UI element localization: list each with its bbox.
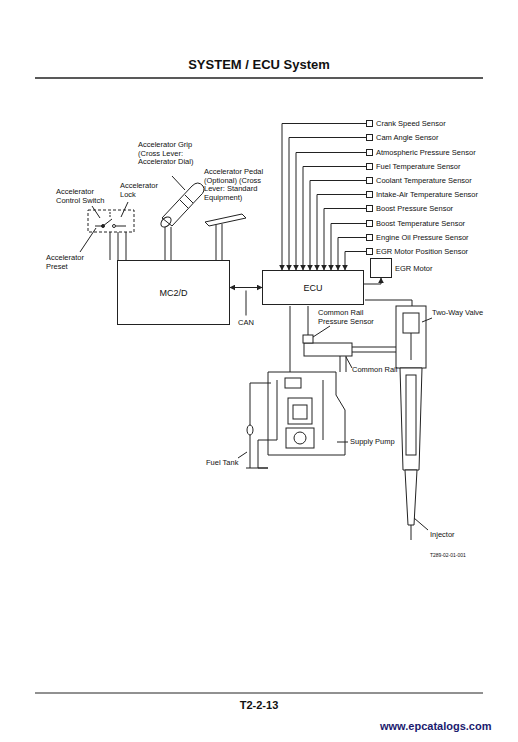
signal-line: [289, 138, 366, 271]
node-text: MC2/D: [159, 288, 187, 298]
leader-line: [313, 326, 330, 337]
figure-number: T289-02-01-001: [430, 553, 500, 559]
signal-line: [230, 287, 262, 288]
signal-line: [317, 195, 366, 271]
page-title: SYSTEM / ECU System: [0, 58, 518, 73]
control-unit-box: MC2/D: [117, 260, 230, 325]
page-number: T2-2-13: [0, 699, 518, 712]
leader-line: [121, 202, 128, 217]
header-rule: [35, 77, 483, 79]
part-label: Common Rail: [352, 366, 412, 375]
signal-line: [324, 209, 366, 271]
node-text: Atmospheric Pressure Sensor: [376, 148, 476, 157]
accelerator-pedal: [205, 214, 246, 260]
sensor-symbol: [366, 205, 373, 212]
sensor-box: Boost Temperature Sensor: [366, 219, 465, 228]
signal-line: [345, 252, 366, 271]
sensor-symbol: [366, 149, 373, 156]
sensor-box: Coolant Temperature Sensor: [366, 176, 472, 185]
supply-pump: [268, 372, 345, 455]
fuel-tank: [246, 383, 277, 468]
leader-line: [422, 318, 432, 322]
motor-box: EGR Motor: [370, 258, 433, 278]
sensor-box: Atmospheric Pressure Sensor: [366, 148, 476, 157]
signal-line: [303, 167, 366, 271]
sensor-box: Intake-Air Temperature Sensor: [366, 190, 478, 199]
part-label: Accelerator Preset: [46, 254, 92, 271]
leader-line: [337, 442, 348, 443]
sensor-symbol: [366, 248, 373, 255]
node-text: Boost Temperature Sensor: [376, 219, 465, 228]
leader-line: [238, 452, 247, 458]
part-label: Injector: [430, 531, 480, 540]
leader-line: [346, 357, 352, 368]
signal-line: [282, 124, 366, 271]
part-label: Supply Pump: [350, 438, 410, 447]
wire: [290, 300, 412, 372]
sensor-box: Crank Speed Sensor: [366, 119, 446, 128]
accelerator-grip: [159, 176, 204, 260]
part-label: Accelerator Pedal (Optional) (Cross Leve…: [204, 168, 282, 203]
part-label: Accelerator Control Switch: [56, 188, 114, 205]
bus-label: CAN: [237, 318, 255, 327]
sensor-symbol: [366, 134, 373, 141]
leader-line: [92, 206, 100, 218]
injector: [396, 306, 426, 540]
sensor-symbol: [366, 163, 373, 170]
footer-rule: [35, 693, 483, 694]
node-text: Boost Pressure Sensor: [376, 204, 453, 213]
signal-line: [296, 153, 366, 271]
node-text: Fuel Temperature Sensor: [376, 162, 461, 171]
signal-line: [338, 238, 366, 271]
sensor-symbol: [366, 220, 373, 227]
part-label: Fuel Tank: [206, 459, 256, 468]
sensor-symbol: [366, 120, 373, 127]
signal-line: [310, 181, 366, 271]
node-text: Cam Angle Sensor: [376, 133, 439, 142]
signal-line: [364, 278, 381, 284]
leader-line: [414, 518, 428, 530]
leader-line: [246, 291, 247, 316]
leader-line: [80, 228, 96, 252]
node-text: ECU: [303, 283, 322, 293]
control-switch: [88, 210, 134, 260]
sensor-box: EGR Motor Position Sensor: [366, 247, 468, 256]
sensor-symbol: [366, 234, 373, 241]
control-unit-box: ECU: [262, 270, 364, 305]
sensor-box: Cam Angle Sensor: [366, 133, 439, 142]
part-label: Two-Way Valve: [432, 309, 502, 318]
node-text: Crank Speed Sensor: [376, 119, 446, 128]
node-text: EGR Motor: [395, 264, 433, 273]
part-label: Accelerator Grip (Cross Lever: Accelerat…: [138, 141, 210, 167]
part-label: Accelerator Lock: [120, 182, 166, 199]
node-text: Intake-Air Temperature Sensor: [376, 190, 478, 199]
node-text: Coolant Temperature Sensor: [376, 176, 472, 185]
part-label: Common Rail Pressure Sensor: [318, 309, 390, 326]
sensor-box: Engine Oil Pressure Sensor: [366, 233, 469, 242]
sensor-box: Fuel Temperature Sensor: [366, 162, 461, 171]
motor-symbol: [370, 258, 392, 278]
watermark: www.epcatalogs.com: [380, 720, 510, 733]
signal-line: [331, 224, 366, 271]
node-text: Engine Oil Pressure Sensor: [376, 233, 469, 242]
node-text: EGR Motor Position Sensor: [376, 247, 468, 256]
sensor-box: Boost Pressure Sensor: [366, 204, 453, 213]
sensor-symbol: [366, 177, 373, 184]
sensor-symbol: [366, 191, 373, 198]
